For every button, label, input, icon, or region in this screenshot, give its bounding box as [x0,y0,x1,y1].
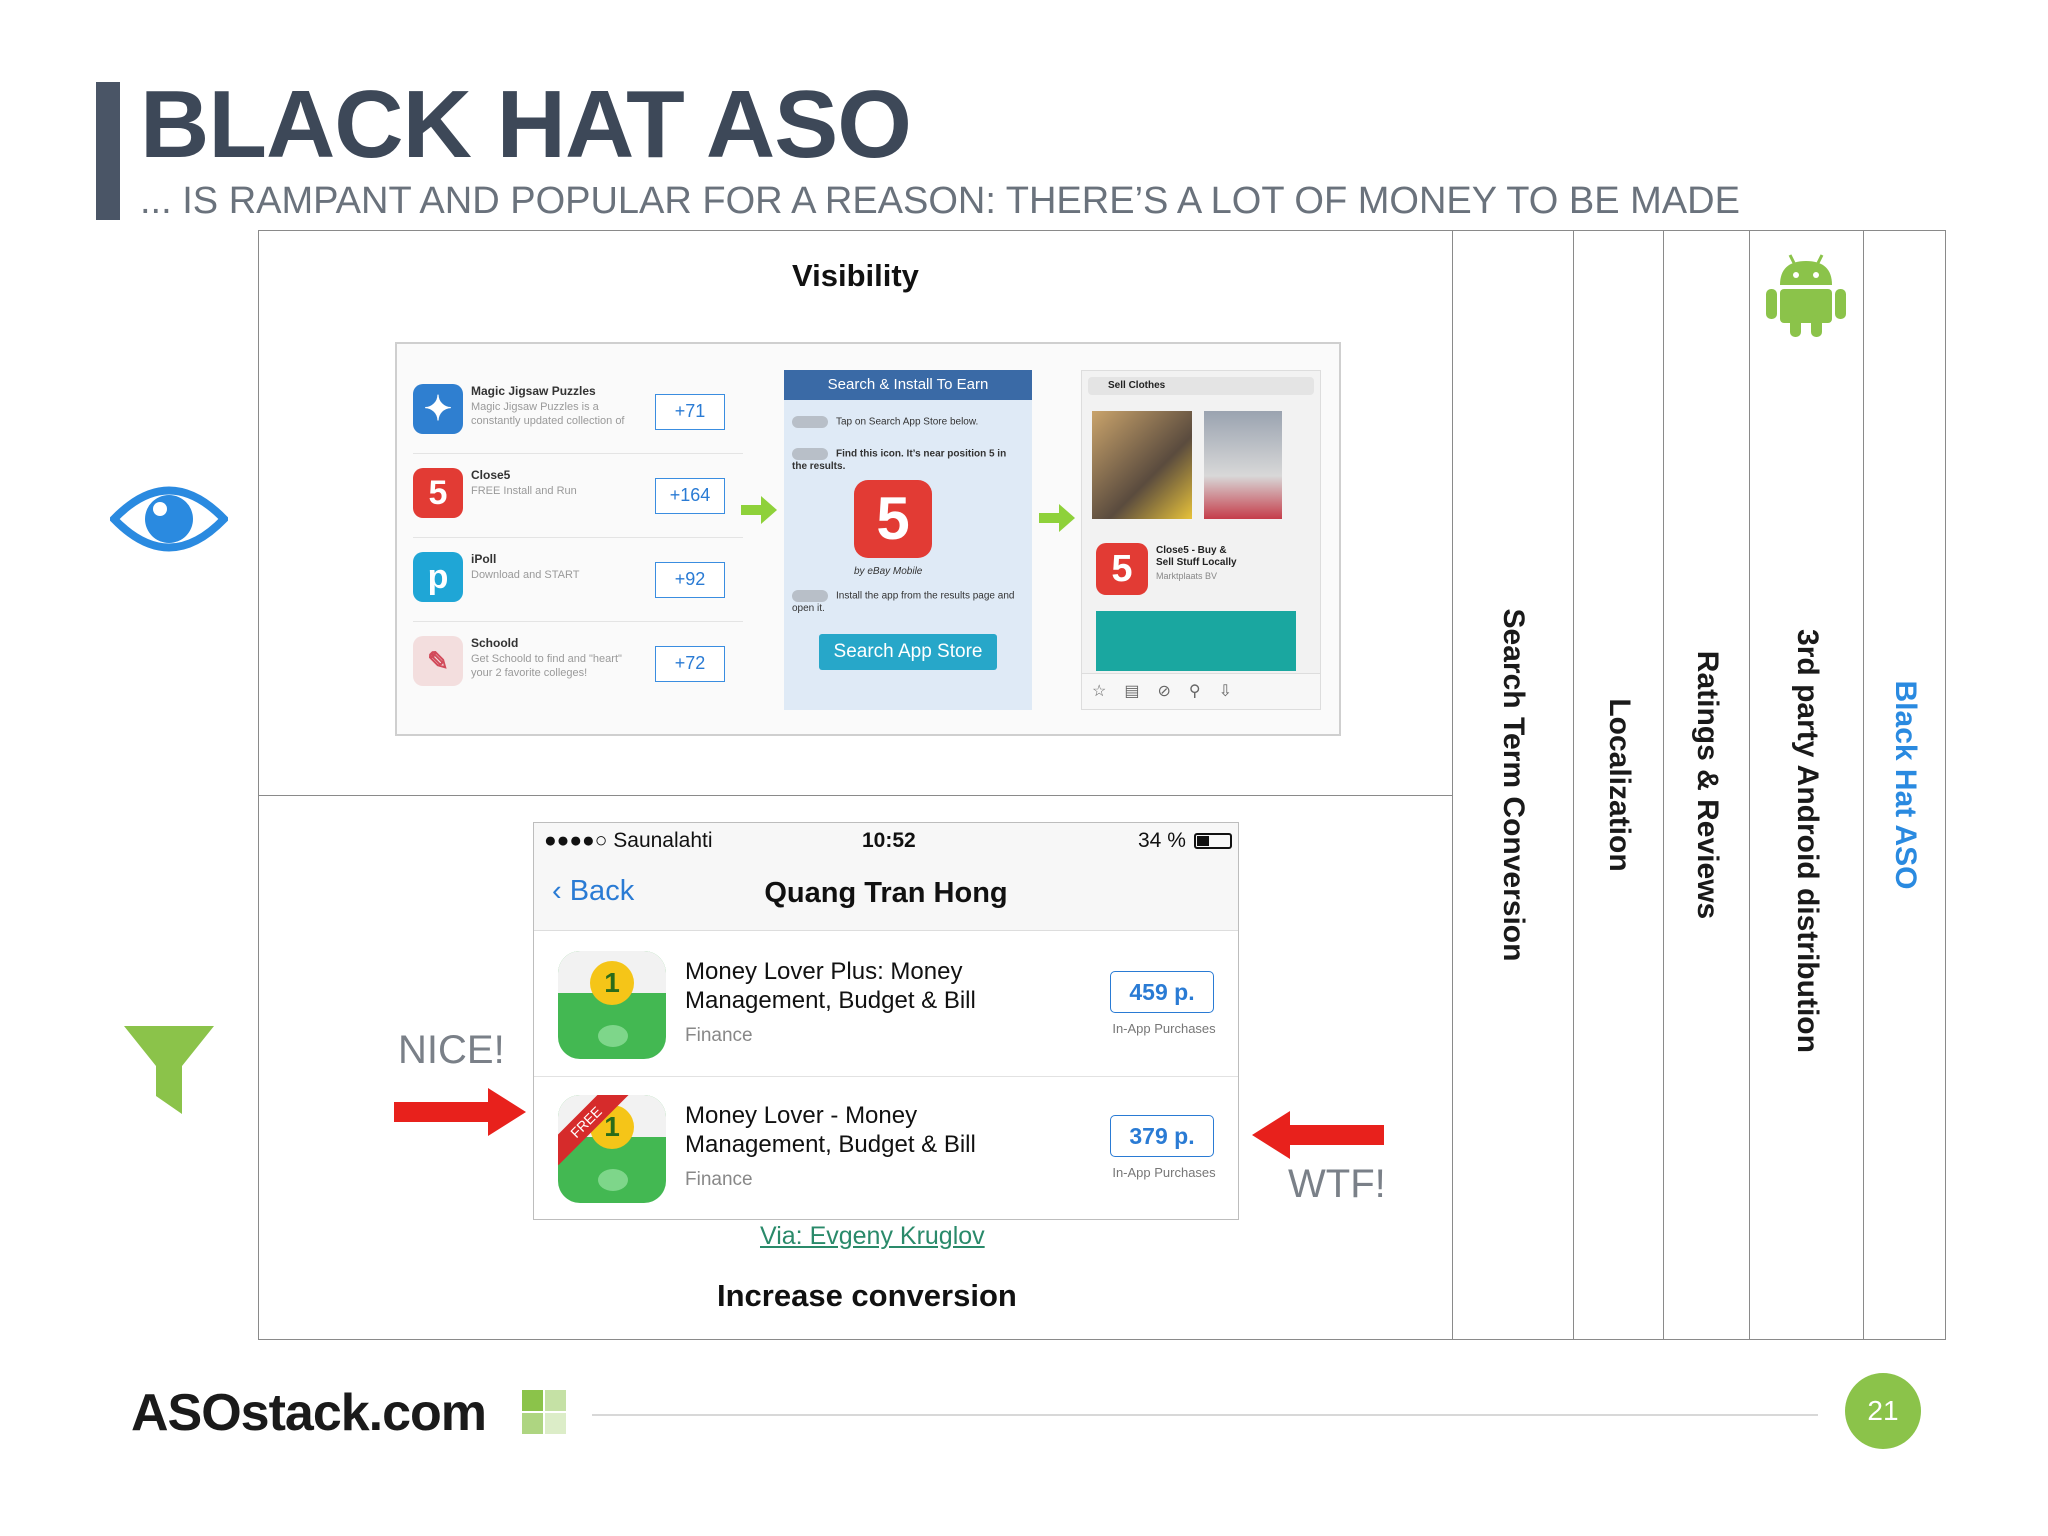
search-app-store-button[interactable]: Search App Store [819,634,997,670]
app-list-item[interactable]: 1 Money Lover Plus: Money Management, Bu… [534,933,1238,1077]
page-title: BLACK HAT ASO [140,71,912,178]
offer-desc: Download and START [471,569,580,581]
tab-bar: ☆▤⊘⚲⇩ [1082,673,1320,709]
offer-name: Magic Jigsaw Puzzles [471,384,596,398]
offer-row: ✎ Schoold Get Schoold to find and "heart… [413,624,743,706]
footer-logo: ASOstack.com [131,1383,487,1443]
funnel-icon [122,1024,216,1116]
price-button[interactable]: 379 p. [1110,1115,1214,1157]
price-button[interactable]: 459 p. [1110,971,1214,1013]
footer-divider [592,1414,1818,1416]
offer-desc: FREE Install and Run [471,485,577,497]
column-ratings-reviews: Ratings & Reviews [1663,230,1750,1340]
offer-reward: +164 [655,478,725,514]
back-button[interactable]: ‹ Back [552,875,635,907]
column-search-term-conversion: Search Term Conversion [1452,230,1574,1340]
money-lover-app-icon: 1 [558,951,666,1059]
logo-squares-icon [522,1390,566,1434]
search-bar: Sell Clothes [1088,377,1314,395]
title-accent-bar [96,82,120,220]
result-app-dev: Marktplaats BV [1156,571,1218,581]
clock: 10:52 [862,829,916,852]
visibility-label: Visibility [792,258,919,293]
offer-reward: +72 [655,646,725,682]
app-store-search-screen: Sell Clothes 5 Close5 - Buy & Sell Stuff… [1081,370,1321,710]
puzzle-app-icon: ✦ [413,384,463,434]
battery-icon [1194,833,1232,849]
offer-row: p iPoll Download and START +92 [413,540,743,622]
offer-desc: Get Schoold to find and "heart" your 2 f… [471,653,622,679]
close5-small-icon: 5 [1096,543,1148,595]
app-title: Money Lover - Money Management, Budget &… [685,1102,976,1158]
column-label: Localization [1602,698,1636,872]
panel-title: Search & Install To Earn [784,370,1032,400]
app-category: Finance [685,1025,753,1046]
column-localization: Localization [1573,230,1664,1340]
battery-label: 34 % [1138,829,1186,852]
result-app-name: Close5 - Buy & Sell Stuff Locally [1156,545,1237,568]
source-link[interactable]: Via: Evgeny Kruglov [760,1222,985,1250]
search-result-images [1204,411,1282,519]
app-category: Finance [685,1169,753,1190]
result-screenshots [1096,611,1296,671]
column-label: Black Hat ASO [1888,680,1922,890]
visibility-screenshot: ✦ Magic Jigsaw Puzzles Magic Jigsaw Puzz… [395,342,1341,736]
close5-large-icon: 5 [854,480,932,558]
offer-row: ✦ Magic Jigsaw Puzzles Magic Jigsaw Puzz… [413,372,743,454]
offer-reward: +92 [655,562,725,598]
column-label: Search Term Conversion [1497,608,1530,962]
in-app-purchases-label: In-App Purchases [1112,1021,1216,1036]
in-app-purchases-label: In-App Purchases [1112,1165,1216,1180]
instruction-step: Tap on Search App Store below. [792,416,1022,429]
offer-reward: +71 [655,394,725,430]
arrow-right-icon [1039,504,1075,532]
offer-desc: Magic Jigsaw Puzzles is a constantly upd… [471,401,625,427]
offer-name: Close5 [471,468,511,482]
offer-row: 5 Close5 FREE Install and Run +164 [413,456,743,538]
ipoll-app-icon: p [413,552,463,602]
status-bar: ●●●●○ Saunalahti 10:52 34 % [534,823,1238,859]
app-list-item[interactable]: 1 FREE Money Lover - Money Management, B… [534,1077,1238,1221]
offer-name: iPoll [471,552,497,566]
instruction-step: Install the app from the results page an… [792,590,1015,614]
column-android-distribution: 3rd party Android distribution [1749,230,1864,1340]
red-arrow-left-icon [1252,1111,1384,1159]
conversion-label: Increase conversion [717,1278,1017,1313]
column-black-hat-aso: Black Hat ASO [1863,230,1946,1340]
schoold-app-icon: ✎ [413,636,463,686]
column-label: 3rd party Android distribution [1790,629,1824,1053]
install-instructions-panel: Search & Install To Earn Tap on Search A… [784,370,1032,710]
logo-text: ASOstack.com [131,1384,487,1442]
nice-annotation: NICE! [398,1028,505,1072]
carrier-label: ●●●●○ Saunalahti [544,829,713,852]
search-result-images [1092,411,1192,519]
android-icon [1764,249,1848,337]
app-store-developer-screen: ●●●●○ Saunalahti 10:52 34 % ‹ Back Quang… [533,822,1239,1220]
column-label: Ratings & Reviews [1690,650,1724,920]
app-title: Money Lover Plus: Money Management, Budg… [685,958,976,1014]
arrow-right-icon [741,496,777,524]
offer-name: Schoold [471,636,519,650]
wtf-annotation: WTF! [1288,1162,1386,1206]
page-subtitle: ... IS RAMPANT AND POPULAR FOR A REASON:… [140,180,1740,222]
page-number-badge: 21 [1845,1373,1921,1449]
close5-app-icon: 5 [413,468,463,518]
eye-icon [108,482,230,556]
navigation-bar: ‹ Back Quang Tran Hong [534,859,1238,931]
nav-title: Quang Tran Hong [764,877,1008,909]
instruction-step: Find this icon. It’s near position 5 in … [792,448,1007,472]
red-arrow-right-icon [394,1088,526,1136]
money-lover-app-icon: 1 FREE [558,1095,666,1203]
by-line: by eBay Mobile [854,566,923,577]
